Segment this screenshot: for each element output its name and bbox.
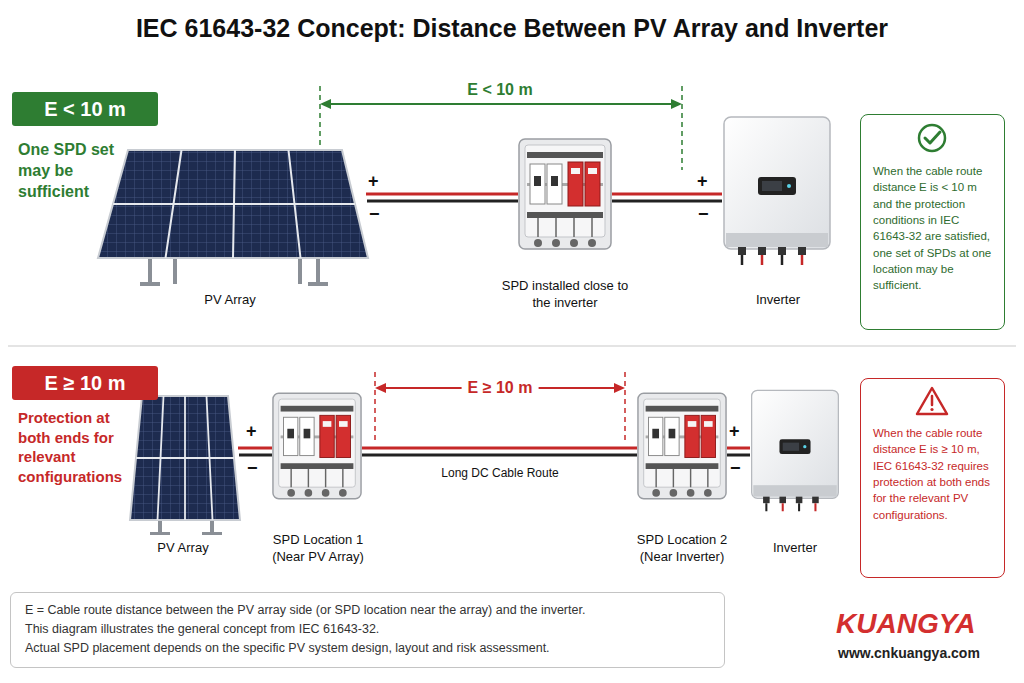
note-text: Actual SPD placement depends on the spec… — [25, 639, 710, 658]
pv-array-part — [130, 396, 240, 520]
inverter-unit — [724, 117, 830, 265]
note-box: When the cable route distance E is < 10 … — [860, 114, 1005, 330]
pv-array-part — [202, 532, 222, 535]
caption-box: E = Cable route distance between the PV … — [10, 592, 725, 668]
brand-logo: KUANGYA — [836, 606, 975, 642]
dimension-line — [375, 372, 625, 440]
inverter-unit — [752, 390, 839, 511]
note-text: This diagram illustrates the general con… — [25, 620, 710, 639]
dimension-line-part — [328, 103, 674, 105]
component-label: SPD installed close to the inverter — [495, 278, 635, 312]
pv-array-part — [140, 282, 160, 286]
section-divider — [8, 346, 1016, 347]
pv-array-part — [136, 396, 234, 520]
spd-enclosure — [519, 139, 611, 249]
note-text: When the cable route distance E is < 10 … — [873, 163, 994, 294]
check-icon-part — [919, 125, 945, 151]
dimension-label: E ≥ 10 m — [462, 378, 539, 399]
polarity-sign: − — [247, 457, 258, 480]
distance-badge: E ≥ 10 m — [12, 366, 158, 400]
pv-array — [130, 396, 240, 535]
polarity-sign: − — [369, 203, 380, 226]
badge-text: E < 10 m — [44, 98, 126, 121]
dimension-line-part — [320, 99, 331, 109]
component-label: Inverter — [773, 540, 817, 557]
note-text: When the cable route distance E is ≥ 10 … — [873, 425, 994, 523]
cable-label: Long DC Cable Route — [441, 466, 558, 482]
component-label: PV Array — [157, 540, 208, 557]
note-box: When the cable route distance E is ≥ 10 … — [860, 378, 1005, 578]
dimension-line-part — [375, 383, 386, 393]
warning-icon — [917, 388, 947, 414]
dimension-line-part — [671, 99, 682, 109]
pv-array-part — [113, 150, 355, 258]
component-label: SPD Location 2 (Near Inverter) — [626, 532, 738, 566]
warning-icon-part — [930, 408, 933, 411]
component-label: PV Array — [204, 292, 255, 309]
distance-badge: E < 10 m — [12, 92, 158, 126]
polarity-sign: − — [698, 203, 709, 226]
dimension-label: E < 10 m — [461, 80, 538, 101]
polarity-sign: − — [730, 457, 741, 480]
polarity-sign: + — [697, 170, 708, 193]
badge-text: E ≥ 10 m — [44, 372, 125, 395]
dimension-line-part — [614, 383, 625, 393]
status-note: One SPD set may be sufficient — [18, 140, 136, 202]
pv-array-part — [308, 282, 328, 286]
check-icon-part — [925, 132, 940, 143]
status-note: Protection at both ends for relevant con… — [18, 408, 143, 486]
dimension-line-part — [375, 372, 625, 440]
warning-icon-part — [917, 388, 947, 414]
check-icon — [919, 125, 945, 151]
warning-icon-part — [931, 396, 934, 405]
pv-array — [98, 150, 368, 286]
component-label: SPD Location 1 (Near PV Array) — [262, 532, 374, 566]
spd-enclosure — [273, 393, 361, 498]
pv-array-part — [150, 532, 170, 535]
pv-array-part — [160, 520, 212, 534]
pv-array-part — [98, 150, 368, 258]
polarity-sign: + — [368, 170, 379, 193]
polarity-sign: + — [246, 420, 257, 443]
brand-url: www.cnkuangya.com — [838, 644, 980, 662]
note-text: E = Cable route distance between the PV … — [25, 601, 710, 620]
page-title: IEC 61643-32 Concept: Distance Between P… — [0, 12, 1024, 45]
polarity-sign: + — [729, 420, 740, 443]
component-label: Inverter — [756, 292, 800, 309]
spd-enclosure — [638, 393, 726, 498]
